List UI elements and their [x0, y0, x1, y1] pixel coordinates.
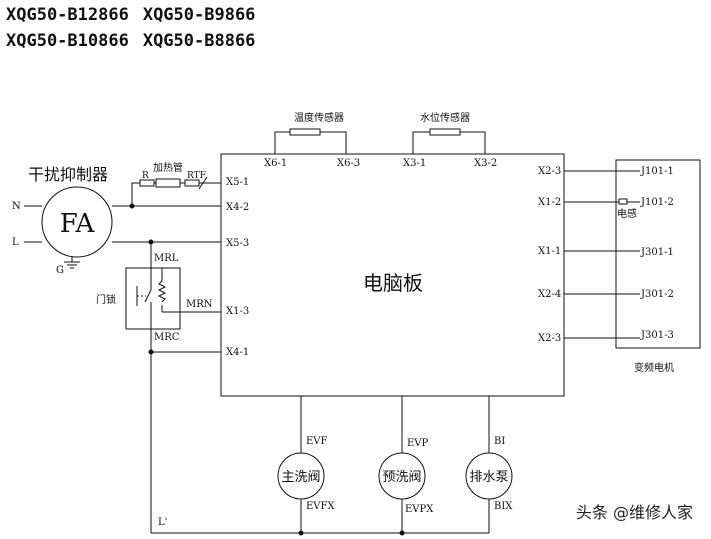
- valve-pin-top: BI: [494, 436, 505, 447]
- model-number: XQG50-B8866: [142, 31, 256, 51]
- resistor-label: R: [142, 171, 149, 181]
- motor-pin: J301-2: [640, 289, 674, 300]
- pin-label: X2-3: [538, 166, 561, 177]
- l-prime-label: L': [158, 517, 167, 528]
- rtf-label: RTF: [187, 171, 206, 181]
- valve-label: 排水泵: [469, 470, 508, 485]
- valve-pin-bottom: EVFX: [306, 501, 335, 512]
- motor-label: 变频电机: [634, 361, 674, 374]
- pin-label: X1-3: [226, 306, 249, 317]
- heater-label: 加热管: [153, 161, 183, 174]
- pin-label: X4-2: [226, 202, 249, 213]
- valve-pin-top: EVF: [306, 436, 328, 447]
- pin-label: X2-3: [538, 333, 561, 344]
- pin-label: X5-1: [226, 177, 249, 188]
- live-label: L: [12, 237, 19, 248]
- model-list: XQG50-B12866 XQG50-B9866 XQG50-B10866 XQG5…: [6, 2, 269, 54]
- pin-label: X4-1: [226, 347, 249, 358]
- model-number: XQG50-B10866: [6, 31, 129, 51]
- temp-sensor-label: 温度传感器: [294, 111, 344, 124]
- mrc-label: MRC: [154, 332, 180, 343]
- motor-pin: J301-1: [640, 247, 674, 258]
- pin-label: X1-1: [538, 246, 561, 257]
- inductor-label: 电感: [617, 207, 637, 220]
- model-number: XQG50-B12866: [6, 5, 129, 25]
- valve-label: 预洗阀: [382, 470, 421, 485]
- filter-label: 干扰抑制器: [28, 165, 108, 184]
- door-lock-label: 门锁: [96, 293, 116, 306]
- filter-circle: [41, 186, 113, 258]
- valve-pin-bottom: BIX: [494, 501, 513, 512]
- pin-label: X2-4: [538, 289, 561, 300]
- valve-pin-top: EVP: [407, 438, 429, 449]
- inverter-motor: [615, 159, 701, 349]
- pin-label: X5-3: [226, 238, 249, 249]
- filter-symbol: FA: [60, 209, 96, 239]
- mrl-label: MRL: [154, 253, 179, 264]
- pin-label: X6-1: [264, 158, 287, 169]
- temp-sensor: [289, 128, 321, 136]
- pin-label: X3-2: [474, 158, 497, 169]
- ground-label: G: [56, 265, 64, 276]
- neutral-label: N: [12, 201, 21, 212]
- motor-pin: J101-2: [640, 197, 674, 208]
- motor-pin: J101-1: [640, 166, 674, 177]
- water-level-sensor: [429, 128, 461, 136]
- water-level-sensor-label: 水位传感器: [420, 111, 470, 124]
- mrn-label: MRN: [186, 299, 213, 310]
- heater-element: [155, 178, 181, 188]
- watermark: 头条 @维修人家: [575, 503, 693, 522]
- board-label: 电脑板: [363, 271, 423, 295]
- model-number: XQG50-B9866: [142, 5, 256, 25]
- door-lock: [125, 267, 181, 330]
- motor-pin: J301-3: [640, 330, 674, 341]
- control-board: [220, 153, 565, 397]
- pin-label: X6-3: [337, 158, 360, 169]
- valve-pin-bottom: EVPX: [405, 504, 434, 515]
- inductor: [618, 198, 628, 205]
- pin-label: X3-1: [403, 158, 426, 169]
- valve-label: 主洗阀: [281, 470, 320, 485]
- pin-label: X1-2: [538, 197, 561, 208]
